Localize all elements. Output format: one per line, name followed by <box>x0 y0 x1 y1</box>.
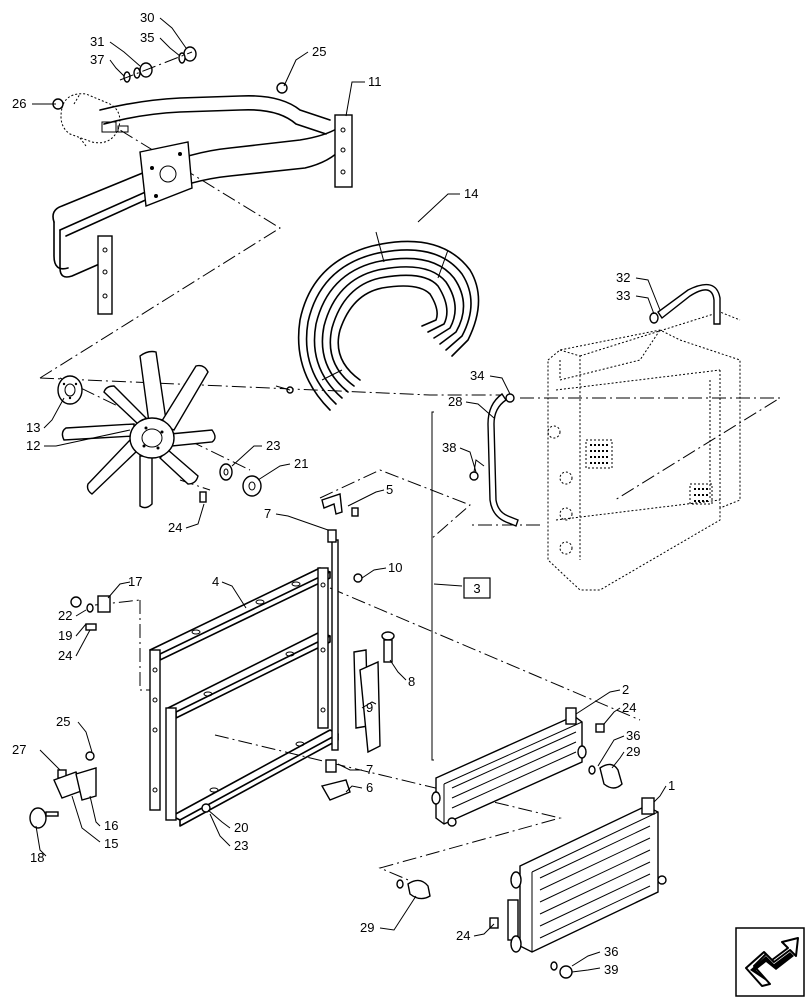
callout-4: 4 <box>212 574 219 589</box>
callout-30: 30 <box>140 10 154 25</box>
hose-coil-14 <box>275 231 480 411</box>
callout-29-bottom: 29 <box>360 920 374 935</box>
callout-37: 37 <box>90 52 104 67</box>
callout-22: 22 <box>58 608 72 623</box>
callout-24-bottom: 24 <box>456 928 470 943</box>
callout-7-bottom: 7 <box>366 762 373 777</box>
callout-5: 5 <box>386 482 393 497</box>
callout-31: 31 <box>90 34 104 49</box>
callout-14: 14 <box>464 186 478 201</box>
callout-2: 2 <box>622 682 629 697</box>
frame-bracket-11 <box>52 93 353 315</box>
callout-10: 10 <box>388 560 402 575</box>
callout-15: 15 <box>104 836 118 851</box>
callout-13: 13 <box>26 420 40 435</box>
radiator-core-1 <box>396 797 667 979</box>
callout-9: 9 <box>366 700 373 715</box>
callout-16: 16 <box>104 818 118 833</box>
callout-20: 20 <box>234 820 248 835</box>
callout-28: 28 <box>448 394 462 409</box>
callout-26: 26 <box>12 96 26 111</box>
callout-1: 1 <box>668 778 675 793</box>
callout-24-cooler: 24 <box>622 700 636 715</box>
washers-nut-21-23 <box>199 463 262 503</box>
hardware-left <box>29 595 211 829</box>
callout-25-top: 25 <box>312 44 326 59</box>
leader-lines <box>32 17 667 973</box>
callout-32: 32 <box>616 270 630 285</box>
callout-39: 39 <box>604 962 618 977</box>
callout-34: 34 <box>470 368 484 383</box>
callout-23-bottom: 23 <box>234 838 248 853</box>
callout-17: 17 <box>128 574 142 589</box>
callout-8: 8 <box>408 674 415 689</box>
shroud-frame-4 <box>149 567 339 827</box>
callout-27: 27 <box>12 742 26 757</box>
callout-38: 38 <box>442 440 456 455</box>
rod-clamps <box>320 493 395 801</box>
callout-24-left: 24 <box>58 648 72 663</box>
callout-25-left: 25 <box>56 714 70 729</box>
fan-12 <box>61 350 216 509</box>
fittings-top <box>52 46 288 110</box>
page-navigation-icon[interactable] <box>735 927 805 997</box>
callout-18: 18 <box>30 850 44 865</box>
callout-labels: 30 31 35 37 25 11 26 14 32 33 34 28 38 1… <box>12 10 675 977</box>
reference-box-3: 3 <box>463 577 491 599</box>
callout-6: 6 <box>366 780 373 795</box>
callout-7-top: 7 <box>264 506 271 521</box>
callout-36-bottom: 36 <box>604 944 618 959</box>
callout-36-top: 36 <box>626 728 640 743</box>
callout-35: 35 <box>140 30 154 45</box>
hub-13 <box>57 375 83 405</box>
callout-23-top: 23 <box>266 438 280 453</box>
callout-19: 19 <box>58 628 72 643</box>
callout-24-fan: 24 <box>168 520 182 535</box>
callout-21: 21 <box>294 456 308 471</box>
radiator-assembly <box>469 283 741 591</box>
callout-11: 11 <box>368 74 382 89</box>
oil-cooler-2 <box>431 707 623 827</box>
reference-box-label: 3 <box>473 581 480 596</box>
callout-33: 33 <box>616 288 630 303</box>
callout-29-top: 29 <box>626 744 640 759</box>
callout-12: 12 <box>26 438 40 453</box>
